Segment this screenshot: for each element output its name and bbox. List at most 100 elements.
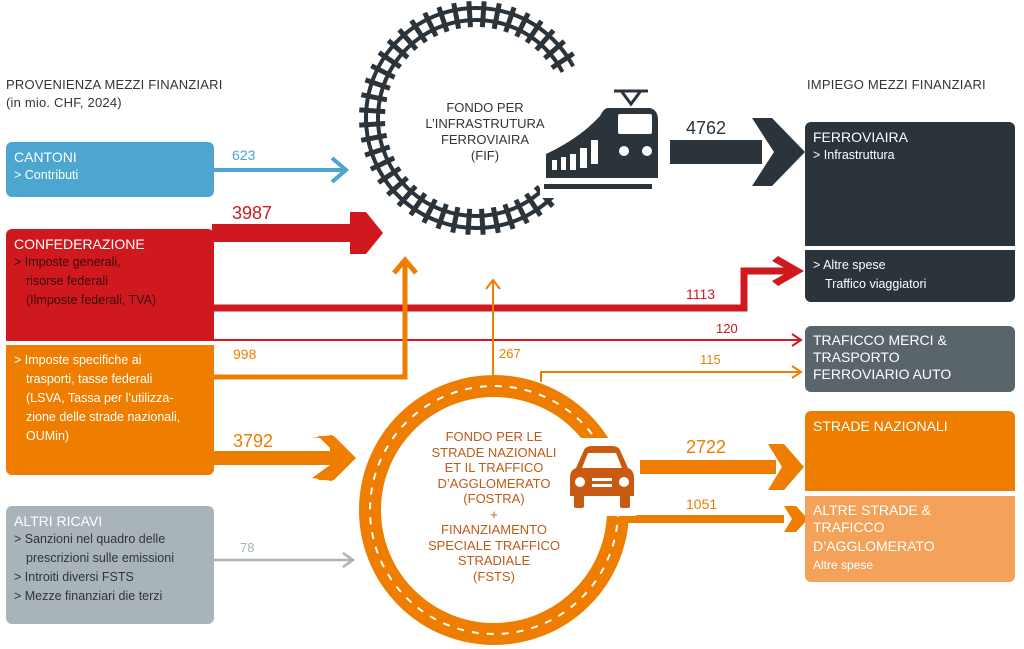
rail-sleeper [534,28,556,52]
rail-sleeper [435,203,449,230]
rail-sleeper [490,206,501,234]
flow-value-altri-fostra: 78 [240,540,255,555]
flow-value-confed-fif: 3987 [232,203,273,223]
source-confederazione-line: risorse federali [26,274,108,288]
source-specifiche-line: trasporti, tasse federali [26,372,153,386]
use-altre-strade-sub: Altre spese [813,558,874,572]
rail-sleeper [479,1,487,28]
rail-sleeper [466,1,473,28]
fostra-label-line: FINANZIAMENTO [441,522,547,537]
rail-sleeper [408,192,428,217]
rail-sleeper [377,166,402,185]
flow-value-fostra-altre-strade: 1051 [686,496,718,512]
use-merci-line: FERROVIARIO AUTO [813,366,952,382]
use-strade-nazionali-title: STRADE NAZIONALI [813,418,948,434]
rail-sleeper [550,51,575,70]
fif-label: FONDO PER L’INFRASTRUTURA FERROVIAIRA (F… [410,100,560,164]
rail-sleeper [421,198,438,224]
flow-value-confed-merci: 120 [716,321,738,336]
flow-value-specifiche-fif: 998 [233,346,257,362]
use-altre-strade-line: ALTRE STRADE & [813,502,931,518]
flow-value-fif-ferroviaira: 4762 [686,118,727,138]
fif-label-line: (FIF) [470,148,500,163]
use-merci-line: TRASPORTO [813,349,900,365]
source-specifiche-line: (LSVA, Tassa per l’utilizza- [26,391,174,405]
rail-sleeper [397,28,419,51]
flow-confederazione-merci [212,333,803,347]
fostra-label-line: D’AGGLOMERATO [437,475,551,491]
fostra-label-line: FONDO PER LE [445,429,543,444]
rail-sleeper [386,38,410,60]
flow-altri-fostra [214,551,356,569]
flow-fostra-merci [540,365,803,382]
fif-label-line: FONDO PER [446,100,524,115]
rail-sleeper [364,144,391,158]
rail-sleeper [359,107,386,115]
rail-sleeper [386,175,409,197]
sources-title: PROVENIENZA MEZZI FINANZIARI [6,77,223,92]
use-ferroviaira: FERROVIAIRA > Infrastruttura [805,122,1015,246]
train-icon [540,88,670,198]
source-altri-line: > Introiti diversi FSTS [14,570,134,584]
flow-fostra-fif [485,278,501,382]
fostra-label-line: SPECIALE TRAFFICO [428,537,560,553]
rail-sleeper [409,19,428,44]
source-confederazione: CONFEDERAZIONE > Imposte generali, risor… [6,229,214,341]
source-confederazione-line: (Ilmposte federali, TVA) [26,293,157,307]
car-icon [562,438,640,516]
fostra-label: FONDO PER LE STRADE NAZIONALI ET IL TRAF… [419,429,569,584]
rail-sleeper [465,208,473,235]
rail-sleeper [369,155,396,172]
rail-sleeper [450,206,461,234]
source-confederazione-title: CONFEDERAZIONE [14,236,145,252]
flow-value-confed-viaggiatori: 1113 [686,286,716,302]
sources-header: PROVENIENZA MEZZI FINANZIARI (in mio. CH… [6,76,223,112]
rail-sleeper [360,92,388,103]
rail-sleeper [479,208,486,235]
rail-sleeper [513,198,530,225]
rail-sleeper [451,2,462,30]
use-altre-strade-line: D’AGGLOMERATO [813,538,935,554]
source-imposte-specifiche: > Imposte specifiche ai trasporti, tasse… [6,345,214,475]
use-altre-strade-line: TRAFICCO [813,519,885,535]
flow-confederazione-fif [212,212,383,254]
use-altre-strade: ALTRE STRADE & TRAFICCO D’AGGLOMERATO Al… [805,496,1015,582]
use-ferroviaira-line: > Infrastruttura [813,148,895,162]
source-cantoni-line: > Contributi [14,168,79,182]
use-merci-line: TRAFICCO MERCI & [813,332,947,348]
flow-value-specifiche-fostra: 3792 [233,431,274,451]
source-altri-line: > Sanzioni nel quadro delle [14,532,166,546]
uses-title: IMPIEGO MEZZI FINANZIARI [807,77,986,92]
fostra-label-line: STRADIALE [457,553,531,568]
source-altri-title: ALTRI RICAVI [14,513,103,529]
source-confederazione-line: > Imposte generali, [14,255,121,269]
sources-unit: (in mio. CHF, 2024) [6,95,122,110]
use-altre-spese-line: > Altre spese [813,258,886,272]
flow-value-fostra-merci: 115 [700,352,721,367]
source-altri-line: > Mezze finanziari die terzi [14,589,163,603]
source-altri-line: prescrizioni sulle emissioni [26,551,174,565]
flow-cantoni-fif [214,156,350,184]
fostra-label-line: STRADE NAZIONALI [431,444,557,460]
use-strade-nazionali: STRADE NAZIONALI [805,411,1015,491]
rail-sleeper [524,19,544,44]
rail-sleeper [360,132,388,143]
use-altre-spese-viaggiatori: > Altre spese Traffico viaggiatori [805,250,1015,302]
fostra-label-line: (FOSTRA) [463,491,525,506]
rail-sleeper [502,203,516,230]
flow-fostra-strade-nazionali [636,444,804,490]
rail-sleeper [396,184,418,208]
fif-label-line: L’INFRASTRUTURA [425,116,545,131]
flow-specifiche-fif [212,256,418,380]
flow-value-fostra-strade-nazionali: 2722 [686,437,727,457]
rail-sleeper [377,50,402,70]
rail-sleeper [364,77,391,91]
fostra-label-line: (FSTS) [473,568,515,584]
rail-sleeper [503,6,517,33]
flow-value-fostra-fif: 267 [499,346,521,361]
use-traffico-merci: TRAFICCO MERCI & TRASPORTO FERROVIARIO A… [805,326,1015,392]
rail-sleeper [491,2,502,30]
flow-specifiche-fostra [212,435,356,481]
rail-sleeper [436,6,450,33]
use-altre-spese-line: Traffico viaggiatori [825,277,927,291]
